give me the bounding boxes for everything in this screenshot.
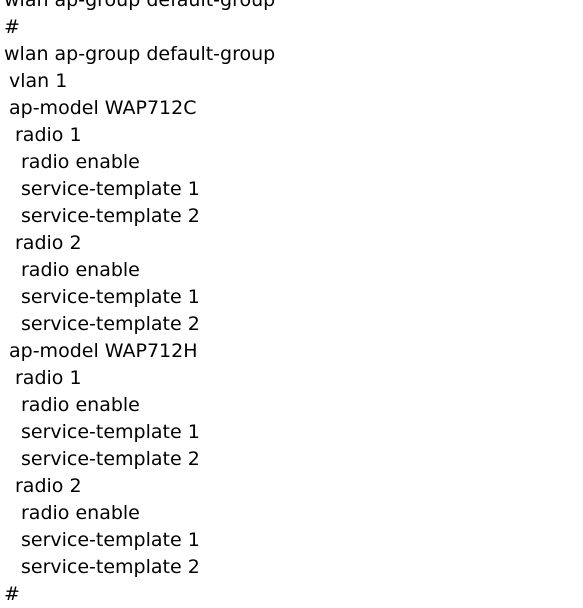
config-line: radio 1: [15, 367, 82, 389]
config-line: radio enable: [21, 394, 140, 416]
config-line: wlan ap-group default-group: [4, 43, 276, 65]
config-line: ap-model WAP712H: [9, 340, 198, 362]
config-line: wlan ap-group default-group: [4, 0, 276, 11]
config-line: service-template 2: [21, 556, 200, 578]
config-line: radio 1: [15, 124, 82, 146]
config-line: #: [4, 583, 20, 605]
config-line: radio enable: [21, 151, 140, 173]
config-line: #: [4, 16, 20, 38]
config-line: radio 2: [15, 475, 82, 497]
config-line: service-template 1: [21, 529, 200, 551]
config-line: service-template 1: [21, 421, 200, 443]
config-line: service-template 1: [21, 178, 200, 200]
config-line: radio 2: [15, 232, 82, 254]
config-line: service-template 2: [21, 448, 200, 470]
config-line: service-template 2: [21, 205, 200, 227]
config-line: ap-model WAP712C: [9, 97, 197, 119]
config-line: vlan 1: [9, 70, 68, 92]
config-line: service-template 2: [21, 313, 200, 335]
config-line: radio enable: [21, 259, 140, 281]
config-line: service-template 1: [21, 286, 200, 308]
config-line: radio enable: [21, 502, 140, 524]
